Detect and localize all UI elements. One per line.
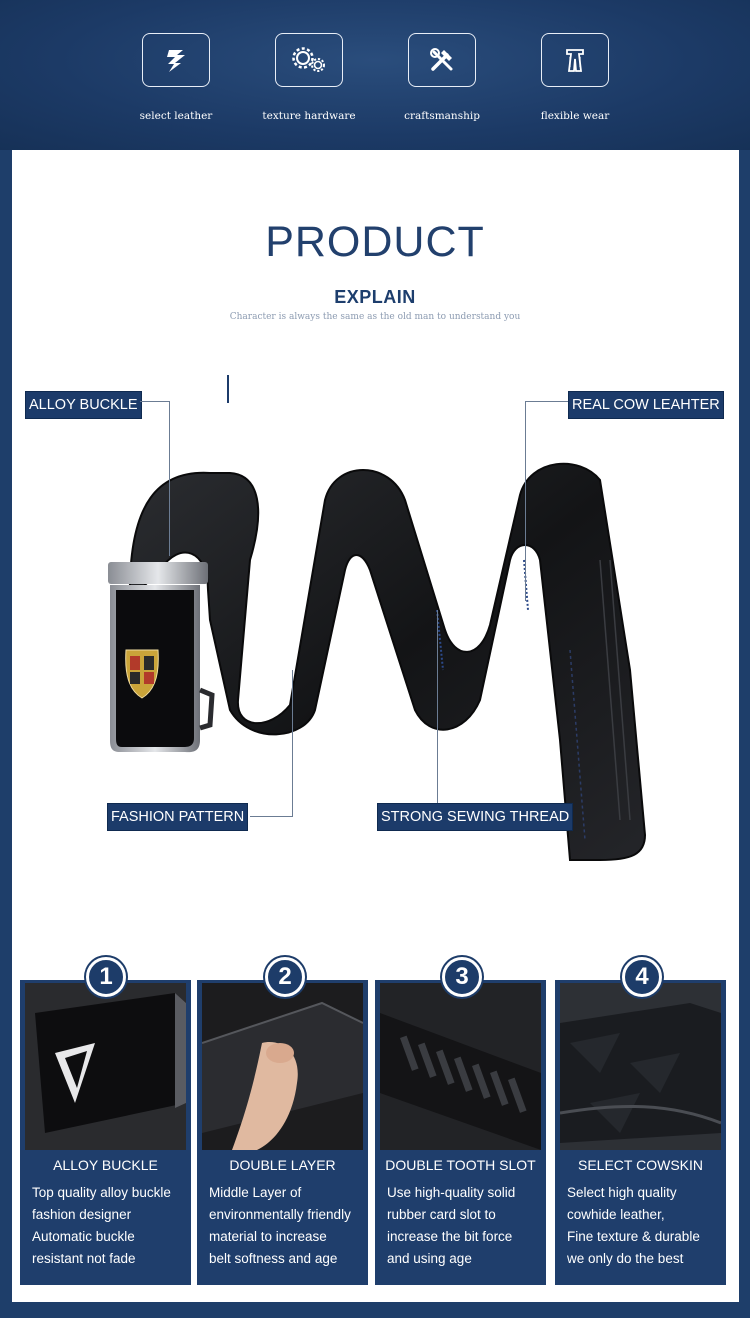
- callout-alloy-buckle: ALLOY BUCKLE: [25, 391, 142, 419]
- belt-illustration: [100, 440, 700, 870]
- card-description: Top quality alloy buckle fashion designe…: [32, 1182, 192, 1270]
- card-desc-line: belt softness and age: [209, 1251, 338, 1266]
- card-number-badge: 1: [86, 957, 126, 997]
- card-desc-line: environmentally friendly: [209, 1207, 351, 1222]
- callout-leader-real-cow-leather: [525, 401, 568, 601]
- feature-banner: [0, 0, 750, 150]
- card-desc-line: Select high quality: [567, 1185, 677, 1200]
- card-desc-line: resistant not fade: [32, 1251, 136, 1266]
- card-double-tooth-slot: DOUBLE TOOTH SLOT Use high-quality solid…: [375, 980, 546, 1285]
- garment-icon: [541, 33, 609, 87]
- card-desc-line: Fine texture & durable: [567, 1229, 700, 1244]
- card-desc-line: and using age: [387, 1251, 472, 1266]
- card-desc-line: increase the bit force: [387, 1229, 513, 1244]
- card-alloy-buckle: ALLOY BUCKLE Top quality alloy buckle fa…: [20, 980, 191, 1285]
- feature-label: craftsmanship: [404, 110, 480, 122]
- text-caret: [227, 375, 229, 403]
- gears-icon: [275, 33, 343, 87]
- card-title: DOUBLE LAYER: [229, 1157, 336, 1173]
- card-desc-line: rubber card slot to: [387, 1207, 496, 1222]
- feature-label: select leather: [139, 110, 213, 122]
- callout-leader-alloy-buckle: [140, 401, 170, 556]
- page-title: PRODUCT: [265, 218, 485, 266]
- callout-leader-strong-sewing-thread: [437, 610, 438, 803]
- callout-strong-sewing-thread: STRONG SEWING THREAD: [377, 803, 574, 831]
- card-desc-line: we only do the best: [567, 1251, 684, 1266]
- card-desc-line: material to increase: [209, 1229, 327, 1244]
- callout-real-cow-leather: REAL COW LEAHTER: [568, 391, 724, 419]
- card-desc-line: fashion designer: [32, 1207, 132, 1222]
- card-description: Select high quality cowhide leather, Fin…: [567, 1182, 727, 1270]
- card-photo-double-layer: [202, 983, 363, 1150]
- feature-label: flexible wear: [540, 110, 610, 122]
- tools-icon: [408, 33, 476, 87]
- card-select-cowskin: SELECT COWSKIN Select high quality cowhi…: [555, 980, 726, 1285]
- card-photo-select-cowskin: [560, 983, 721, 1150]
- card-number-badge: 4: [622, 957, 662, 997]
- card-title: DOUBLE TOOTH SLOT: [385, 1157, 536, 1173]
- callout-fashion-pattern: FASHION PATTERN: [107, 803, 249, 831]
- card-title: SELECT COWSKIN: [578, 1157, 703, 1173]
- page-subtitle: EXPLAIN: [334, 287, 416, 307]
- card-description: Use high-quality solid rubber card slot …: [387, 1182, 547, 1270]
- leaf-icon: [142, 33, 210, 87]
- feature-select-leather: select leather: [116, 33, 236, 122]
- card-desc-line: Use high-quality solid: [387, 1185, 516, 1200]
- card-double-layer: DOUBLE LAYER Middle Layer of environment…: [197, 980, 368, 1285]
- card-title: ALLOY BUCKLE: [53, 1157, 158, 1173]
- card-number-badge: 2: [265, 957, 305, 997]
- card-number-badge: 3: [442, 957, 482, 997]
- feature-flexible-wear: flexible wear: [515, 33, 635, 122]
- feature-label: texture hardware: [262, 110, 356, 122]
- card-description: Middle Layer of environmentally friendly…: [209, 1182, 369, 1270]
- card-desc-line: Top quality alloy buckle: [32, 1185, 171, 1200]
- card-desc-line: Middle Layer of: [209, 1185, 302, 1200]
- card-desc-line: cowhide leather,: [567, 1207, 665, 1222]
- card-photo-alloy-buckle: [25, 983, 186, 1150]
- card-desc-line: Automatic buckle: [32, 1229, 135, 1244]
- card-photo-double-tooth-slot: [380, 983, 541, 1150]
- page-caption: Character is always the same as the old …: [229, 312, 521, 322]
- feature-texture-hardware: texture hardware: [249, 33, 369, 122]
- feature-craftsmanship: craftsmanship: [382, 33, 502, 122]
- callout-leader-fashion-pattern: [250, 670, 293, 817]
